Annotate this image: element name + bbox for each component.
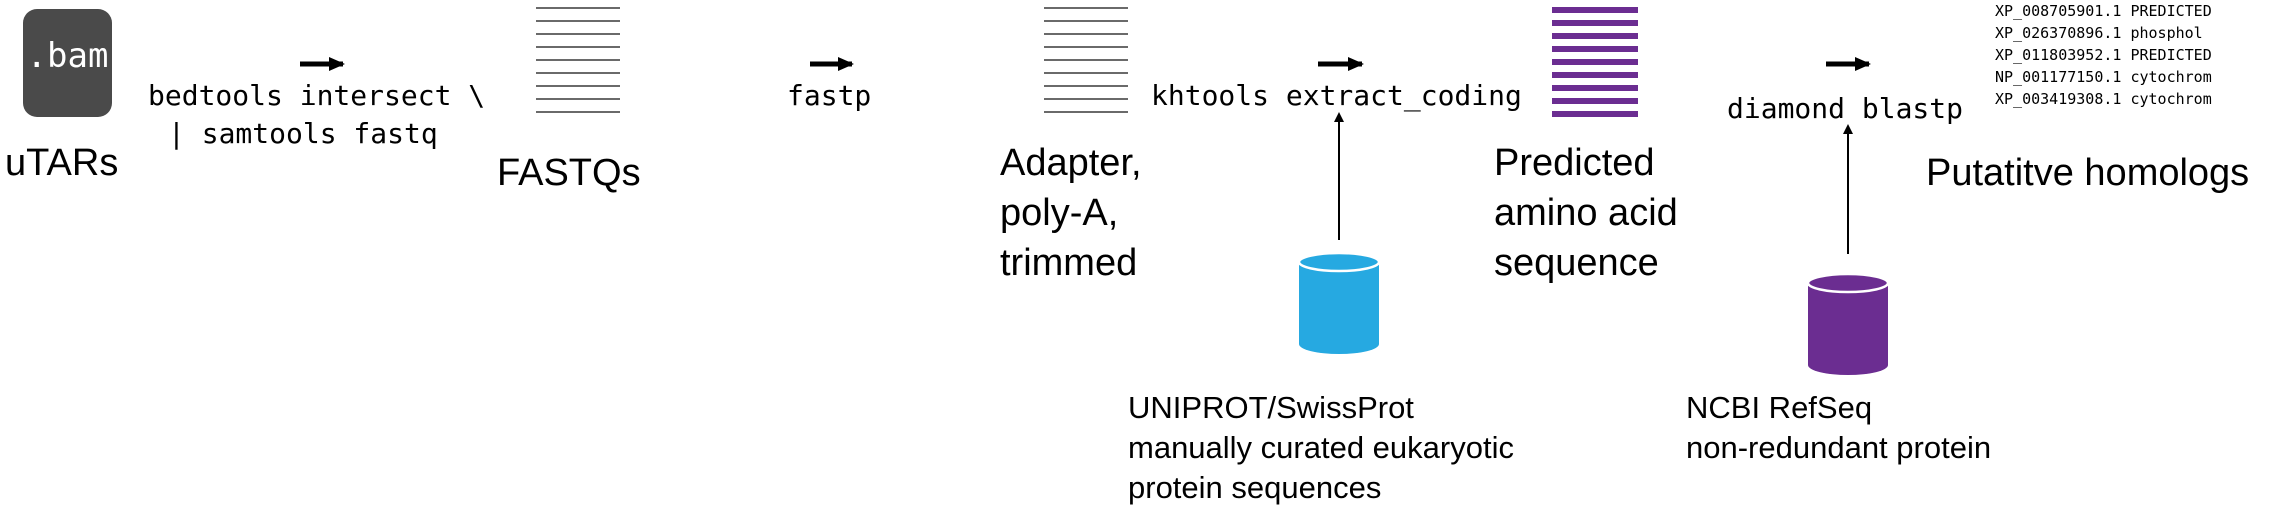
step1-command-line2: | samtools fastq xyxy=(168,117,438,150)
uniprot-label-line2: manually curated eukaryotic xyxy=(1128,430,1514,465)
fastq-lines-icon xyxy=(536,7,620,113)
step2-command: fastp xyxy=(787,79,872,112)
step4-command: diamond blastp xyxy=(1727,92,1964,125)
trimmed-label-line3: trimmed xyxy=(1000,242,1138,284)
predicted-sequence-lines-icon xyxy=(1552,7,1638,117)
hit-row: XP_026370896.1 phosphol xyxy=(1995,24,2203,42)
hit-row: XP_003419308.1 cytochrom xyxy=(1995,90,2212,108)
hit-row: XP_011803952.1 PREDICTED xyxy=(1995,46,2212,64)
step1-command-line1: bedtools intersect \ xyxy=(148,79,486,112)
step3-command: khtools extract_coding xyxy=(1151,79,1522,112)
hit-row: XP_008705901.1 PREDICTED xyxy=(1995,2,2212,20)
predicted-label-line3: sequence xyxy=(1494,242,1659,284)
trimmed-label-line1: Adapter, xyxy=(1000,142,1142,184)
refseq-database-icon xyxy=(1807,273,1889,375)
trimmed-label-line2: poly-A, xyxy=(1000,192,1119,234)
uniprot-label-line3: protein sequences xyxy=(1128,470,1382,505)
bam-file-label: .bam xyxy=(26,36,109,76)
uniprot-label-line1: UNIPROT/SwissProt xyxy=(1128,390,1414,425)
uniprot-database-icon xyxy=(1298,252,1380,354)
predicted-label-line1: Predicted xyxy=(1494,142,1655,184)
refseq-label-line1: NCBI RefSeq xyxy=(1686,390,1873,425)
trimmed-lines-icon xyxy=(1044,7,1128,113)
homolog-hits-table: XP_008705901.1 PREDICTED XP_026370896.1 … xyxy=(1995,0,2216,108)
refseq-label-line2: non-redundant protein xyxy=(1686,430,1992,465)
input-label: uTARs xyxy=(5,142,119,184)
hit-row: NP_001177150.1 cytochrom xyxy=(1995,68,2212,86)
predicted-label-line2: amino acid xyxy=(1494,192,1678,234)
bam-file-icon xyxy=(23,9,112,117)
fastq-label: FASTQs xyxy=(497,152,641,194)
homologs-label: Putatitve homologs xyxy=(1926,152,2250,194)
